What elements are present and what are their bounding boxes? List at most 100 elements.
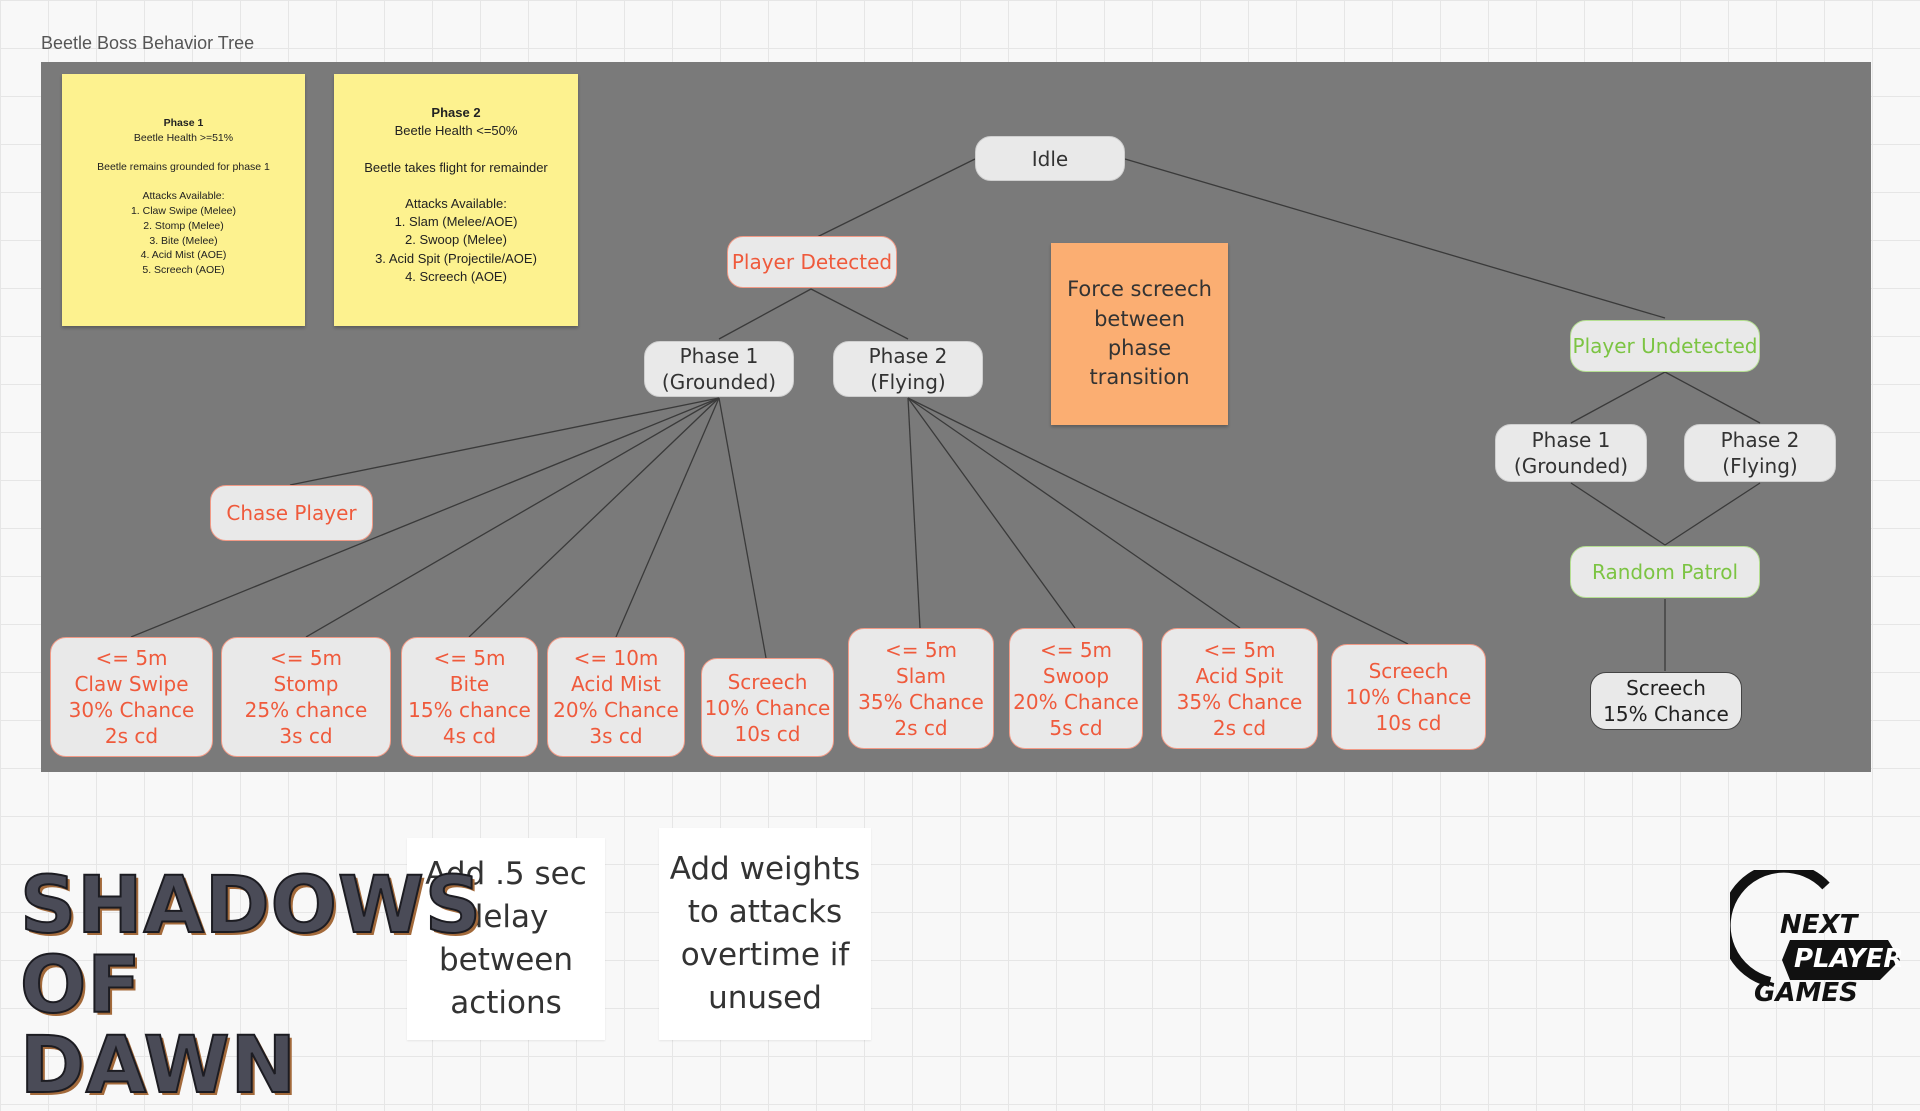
node-label: 30% Chance [68,698,195,722]
edge-p1-patrol [1570,482,1666,546]
node-claw-swipe[interactable]: <= 5m Claw Swipe 30% Chance 2s cd [50,637,213,757]
node-label: 10s cd [734,721,801,746]
logo-mark-icon [1730,870,1900,987]
node-label: <= 5m [95,646,168,670]
node-acid-spit[interactable]: <= 5m Acid Spit 35% Chance 2s cd [1161,628,1318,749]
node-label: Player Detected [731,250,893,274]
note-line: delay [463,899,549,936]
note-line: overtime if [680,937,850,973]
sticky-phase2-line: Attacks Available: [405,195,507,211]
edge-p2-screech [907,397,1409,645]
node-label: <= 5m [884,637,958,662]
node-label: Screech [1626,676,1706,700]
node-label: Screech [1368,659,1449,683]
shadows-of-dawn-logo: SHADOWS OF DAWN [19,865,482,1107]
sticky-phase2-line: 4. Screech (AOE) [405,268,507,284]
node-label: Phase 1 [679,344,759,368]
logo-line: OF DAWN [19,941,297,1111]
node-label: 25% chance [244,698,368,722]
node-random-patrol[interactable]: Random Patrol [1570,546,1760,598]
node-player-detected[interactable]: Player Detected [727,236,897,288]
note-action-delay[interactable]: Add .5 sec delay between actions [407,838,605,1040]
node-bite[interactable]: <= 5m Bite 15% chance 4s cd [401,637,538,757]
node-idle[interactable]: Idle [975,136,1125,181]
sticky-phase2[interactable]: Phase 2 Beetle Health <=50% Beetle takes… [334,74,578,326]
node-label: <= 10m [573,646,659,670]
edge-p1-stomp [305,397,720,638]
sticky-phase1-title: Phase 1 [163,117,204,129]
node-label: Screech [727,669,808,694]
edge-p2-acidspit [907,397,1241,629]
logo-line: GAMES [1754,978,1858,1008]
edge-undetected-p2 [1664,371,1761,424]
edge-detected-phase1 [718,288,812,340]
note-line: Add .5 sec [425,856,587,893]
logo-line: NEXT [1780,910,1858,940]
edge-p2-swoop [907,397,1076,629]
sticky-phase2-title: Phase 2 [431,105,481,120]
node-screech-phase1[interactable]: Screech 10% Chance 10s cd [701,658,834,757]
sticky-phase1-line: 3. Bite (Melee) [149,234,218,247]
sticky-phase2-line: 1. Slam (Melee/AOE) [394,214,518,230]
node-label: 5s cd [1049,715,1103,740]
node-player-undetected[interactable]: Player Undetected [1570,320,1760,372]
node-label: 10% Chance [1345,685,1472,709]
node-label: 2s cd [104,724,159,748]
node-chase-player[interactable]: Chase Player [210,485,373,541]
sticky-phase2-line: 2. Swoop (Melee) [405,232,507,248]
sticky-phase1[interactable]: Phase 1 Beetle Health >=51% Beetle remai… [62,74,305,326]
note-line: between [438,942,574,978]
node-slam[interactable]: <= 5m Slam 35% Chance 2s cd [848,628,994,749]
node-label: Player Undetected [1572,334,1758,358]
sticky-force-screech-line: phase [1107,336,1172,360]
frame-title[interactable]: Beetle Boss Behavior Tree [41,33,255,53]
node-label: Phase 2 [868,344,948,368]
sticky-phase1-line: 4. Acid Mist (AOE) [140,249,227,262]
sticky-phase2-line [334,177,578,195]
sticky-force-screech-line: transition [1089,365,1190,390]
sticky-phase1-line: Attacks Available: [142,190,225,203]
sticky-force-screech[interactable]: Force screech between phase transition [1051,243,1228,425]
node-undetected-phase2[interactable]: Phase 2 (Flying) [1684,424,1836,482]
sticky-phase1-line: 2. Stomp (Melee) [143,219,224,232]
sticky-force-screech-line: between [1094,306,1185,331]
node-label: 10s cd [1375,711,1442,735]
edge-p2-slam [907,397,921,629]
edge-undetected-p1 [1570,371,1666,424]
node-undetected-phase1[interactable]: Phase 1 (Grounded) [1495,424,1647,482]
node-swoop[interactable]: <= 5m Swoop 20% Chance 5s cd [1009,628,1143,749]
note-line: actions [450,984,562,1021]
node-acid-mist[interactable]: <= 10m Acid Mist 20% Chance 3s cd [547,637,685,757]
node-screech-phase2[interactable]: Screech 10% Chance 10s cd [1331,644,1486,750]
edge-p1-claw [130,397,720,638]
node-label: (Flying) [870,370,946,394]
sticky-phase1-line [62,175,305,190]
node-label: Acid Mist [570,672,661,696]
sticky-force-screech-line: Force screech [1067,277,1212,302]
node-label: (Grounded) [1513,454,1629,478]
edge-idle-detected [810,158,976,241]
node-label: Phase 2 [1720,428,1800,452]
node-screech-patrol[interactable]: Screech 15% Chance [1590,672,1742,730]
node-label: <= 5m [1203,637,1276,662]
sticky-phase1-line: 5. Screech (AOE) [142,263,225,276]
next-player-games-logo: NEXT PLAYER GAMES [1730,870,1904,1018]
edge-p1-screech [718,397,767,659]
connector-lines [130,158,1761,671]
edge-p1-chase [289,397,720,486]
node-label: Idle [1031,146,1069,171]
sticky-phase2-line: Beetle takes flight for remainder [364,159,548,175]
note-attack-weights[interactable]: Add weights to attacks overtime if unuse… [659,828,871,1040]
node-label: Stomp [273,672,339,696]
sticky-phase2-line: Beetle Health <=50% [394,123,518,139]
node-label: <= 5m [1039,637,1113,662]
node-stomp[interactable]: <= 5m Stomp 25% chance 3s cd [221,637,391,757]
node-detected-phase1[interactable]: Phase 1 (Grounded) [644,341,794,397]
sticky-phase1-line: Beetle Health >=51% [133,131,234,144]
logo-line: PLAYER [1794,944,1904,974]
node-label: Bite [449,672,490,696]
node-detected-phase2[interactable]: Phase 2 (Flying) [833,341,983,397]
edge-idle-undetected [1124,158,1666,319]
node-label: 20% Chance [1013,689,1139,714]
node-label: 35% Chance [1176,689,1303,714]
